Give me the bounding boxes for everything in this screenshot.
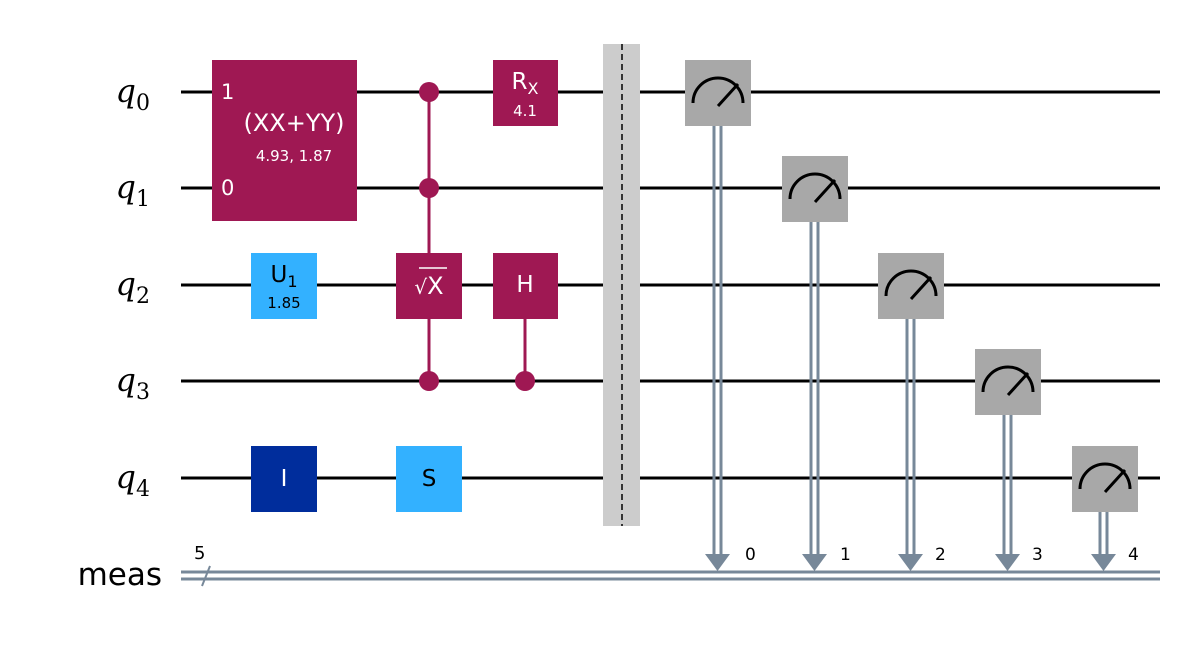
control-dot-q0: [419, 82, 439, 102]
qubit-label-q2: q2: [116, 265, 150, 309]
measure-q4[interactable]: 4: [1072, 446, 1139, 571]
qubit-label-q1: q1: [116, 168, 150, 212]
identity-gate[interactable]: I: [251, 446, 317, 512]
measure-q1[interactable]: 1: [782, 156, 851, 571]
sx-label: √X: [414, 272, 443, 300]
control-dot-q3: [419, 371, 439, 391]
measure-bit-label-4: 4: [1128, 545, 1139, 565]
control-dot-h-q3: [515, 371, 535, 391]
classical-register-label: meas: [78, 557, 162, 593]
s-label: S: [422, 466, 437, 492]
measure-bit-label-0: 0: [745, 545, 756, 565]
qubit-label-q0: q0: [116, 72, 150, 116]
meter-icon: [788, 172, 842, 204]
measure-bit-label-1: 1: [840, 545, 851, 565]
xx-yy-top-index: 1: [221, 80, 234, 104]
u1-gate[interactable]: U1 1.85: [251, 253, 317, 319]
measure-bit-label-3: 3: [1032, 545, 1043, 565]
meter-icon: [1078, 462, 1132, 494]
meter-icon: [981, 365, 1035, 397]
meter-icon: [691, 76, 745, 108]
xx-yy-params: 4.93, 1.87: [256, 147, 332, 165]
measure-bit-label-2: 2: [935, 545, 946, 565]
measure-q2[interactable]: 2: [878, 253, 946, 571]
bus-width-slash: [201, 565, 211, 587]
qubit-label-q4: q4: [116, 458, 150, 502]
xx-yy-label: (XX+YY): [243, 109, 344, 137]
qubit-labels: q0 q1 q2 q3 q4 meas: [78, 72, 162, 593]
h-label: H: [516, 272, 533, 298]
rx-gate[interactable]: RX 4.1: [493, 60, 558, 126]
controlled-h-gate[interactable]: H: [493, 253, 558, 391]
barrier: [603, 44, 640, 526]
xx-yy-bottom-index: 0: [221, 176, 234, 200]
meter-icon: [884, 269, 938, 301]
measure-q0[interactable]: 0: [685, 60, 756, 571]
identity-label: I: [281, 466, 288, 492]
u1-label: U1: [270, 262, 297, 291]
rx-label: RX: [512, 69, 539, 98]
xx-plus-yy-gate[interactable]: 1 0 (XX+YY) 4.93, 1.87: [212, 60, 357, 221]
measure-q3[interactable]: 3: [975, 349, 1043, 571]
qubit-label-q3: q3: [116, 361, 150, 405]
classical-wire: 5: [181, 543, 1160, 587]
controlled-sx-gate[interactable]: √X: [396, 82, 462, 391]
u1-param: 1.85: [267, 294, 300, 312]
rx-param: 4.1: [513, 102, 537, 120]
control-dot-q1: [419, 178, 439, 198]
s-gate[interactable]: S: [396, 446, 462, 512]
bus-width-label: 5: [194, 543, 205, 564]
